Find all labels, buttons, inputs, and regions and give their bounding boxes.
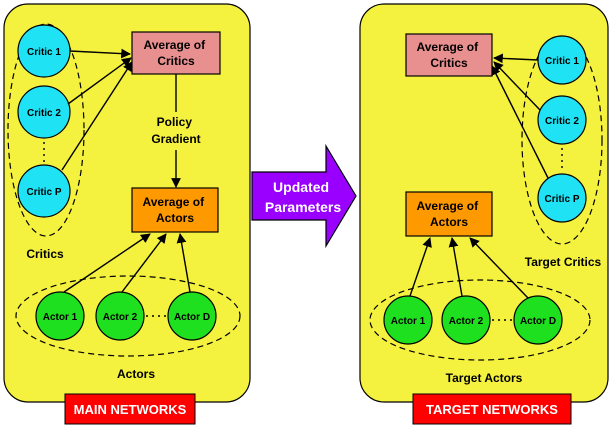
target-actor-2-node <box>441 295 491 345</box>
target-average-actors-label: Average of Actors <box>417 199 482 229</box>
target-average-critics-box <box>405 33 493 77</box>
policy-gradient-label: Policy Gradient <box>151 115 200 146</box>
target-critic-p-node <box>537 173 587 223</box>
main-critic-2-node <box>17 85 71 139</box>
target-critic-p-arrow <box>491 65 549 179</box>
main-actor-d-arrow <box>176 233 191 293</box>
target-critic-2-node <box>537 95 587 145</box>
target-networks-banner <box>412 393 572 425</box>
target-actor-1-node <box>383 295 433 345</box>
target-actor-2-label: Actor 2 <box>449 316 484 327</box>
main-average-actors-box <box>131 187 219 233</box>
main-critic-p-node <box>17 164 71 218</box>
main-average-critics-label: Average of Critics <box>144 38 209 68</box>
main-critic-1-label: Critic 1 <box>27 47 61 58</box>
target-actors-group <box>369 279 591 361</box>
main-actor-2-arrow <box>121 233 167 293</box>
main-critic-1-arrow <box>69 48 131 59</box>
main-average-actors-label: Average of Actors <box>143 195 208 225</box>
main-critic-p-label: Critic P <box>26 187 61 198</box>
target-actor-d-label: Actor D <box>520 316 556 327</box>
target-average-actors-box <box>405 191 493 237</box>
target-actor-d-node <box>513 295 563 345</box>
main-actor-1-node <box>35 291 85 341</box>
main-actor-1-arrow <box>63 233 151 293</box>
updated-parameters-label: Updated Parameters <box>265 179 341 215</box>
target-critic-p-label: Critic P <box>544 194 579 205</box>
main-networks-banner-label: MAIN NETWORKS <box>74 402 187 417</box>
target-critic-1-label: Critic 1 <box>545 56 579 67</box>
target-critic-1-arrow <box>493 53 539 64</box>
target-actors-label: Target Actors <box>446 371 523 385</box>
main-actor-d-node <box>167 291 217 341</box>
main-critics-group <box>7 23 85 237</box>
target-critic-2-arrow <box>493 61 541 111</box>
main-actor-2-label: Actor 2 <box>103 312 138 323</box>
target-actor-1-label: Actor 1 <box>391 316 426 327</box>
main-networks-banner <box>64 393 196 425</box>
target-critics-label: Target Critics <box>525 255 602 269</box>
main-critic-2-arrow <box>67 57 132 105</box>
target-average-critics-label: Average of Critics <box>417 40 482 70</box>
main-actor-2-node <box>95 291 145 341</box>
target-critic-2-label: Critic 2 <box>545 116 579 127</box>
main-critic-p-arrow <box>61 61 133 171</box>
target-networks-banner-label: TARGET NETWORKS <box>426 402 558 417</box>
main-critic-2-label: Critic 2 <box>27 108 61 119</box>
target-actor-1-arrow <box>409 237 432 297</box>
updated-parameters-arrow <box>251 143 357 249</box>
target-actor-d-arrow <box>469 237 529 299</box>
main-critics-label: Critics <box>26 247 64 261</box>
main-actors-group <box>15 275 241 357</box>
main-actors-label: Actors <box>117 367 155 381</box>
main-actor-1-label: Actor 1 <box>43 312 78 323</box>
target-actor-2-arrow <box>448 237 463 297</box>
main-actor-d-label: Actor D <box>174 312 210 323</box>
